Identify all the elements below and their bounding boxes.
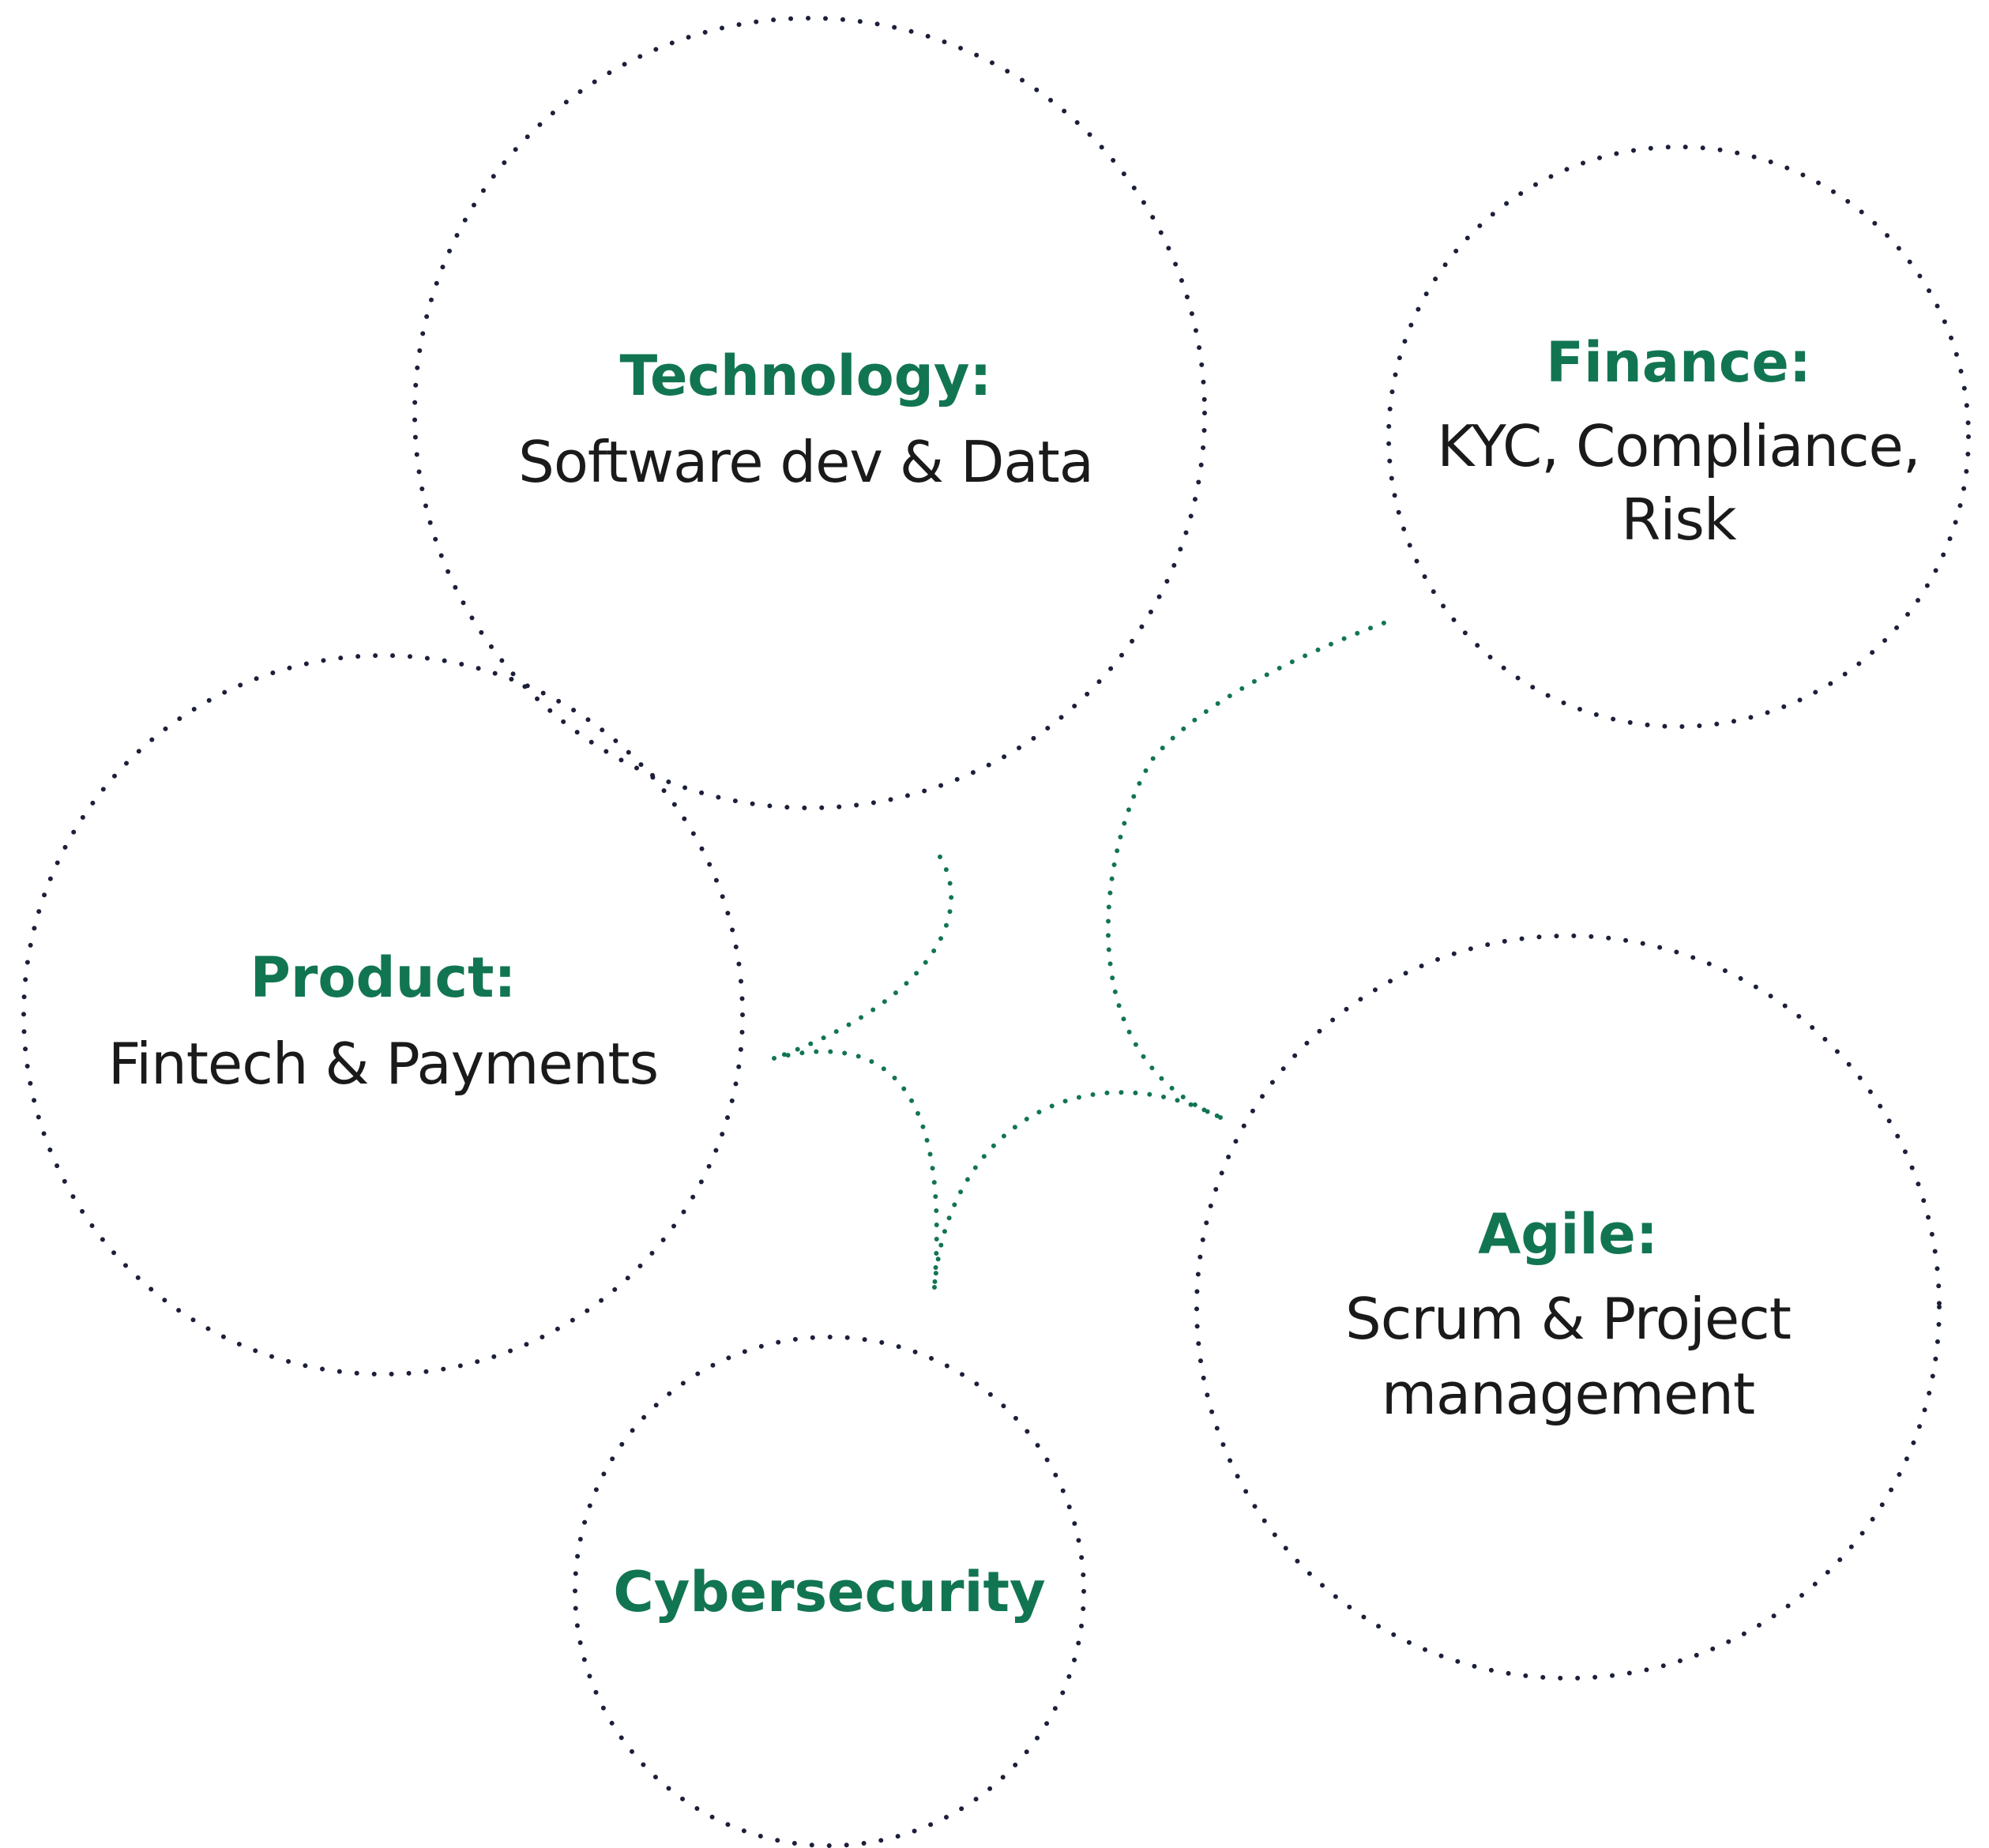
connector-product-cybersecurity bbox=[772, 1049, 939, 1290]
technology-title: Technology: bbox=[620, 344, 992, 408]
finance-description-line2: Risk bbox=[1621, 486, 1737, 553]
cybersecurity-title: Cybersecurity bbox=[613, 1560, 1045, 1625]
agile-circle bbox=[1194, 933, 1942, 1681]
technology-circle bbox=[412, 16, 1207, 810]
finance-description-line1: KYC, Compliance, bbox=[1437, 413, 1919, 479]
connector-cybersecurity-agile bbox=[932, 1090, 1223, 1290]
cybersecurity-circle bbox=[573, 1335, 1086, 1848]
connector-agile-finance bbox=[1105, 619, 1390, 1120]
finance-title: Finance: bbox=[1546, 330, 1811, 395]
agile-description-line1: Scrum & Project bbox=[1345, 1286, 1791, 1352]
product-description: Fintech & Payments bbox=[108, 1031, 658, 1097]
product-circle bbox=[21, 653, 745, 1377]
finance-circle bbox=[1386, 145, 1971, 729]
connector-technology-product bbox=[772, 855, 954, 1061]
agile-title: Agile: bbox=[1478, 1202, 1658, 1267]
product-title: Product: bbox=[250, 945, 517, 1010]
technology-description: Software dev & Data bbox=[518, 429, 1093, 495]
agile-description-line2: management bbox=[1382, 1361, 1754, 1427]
